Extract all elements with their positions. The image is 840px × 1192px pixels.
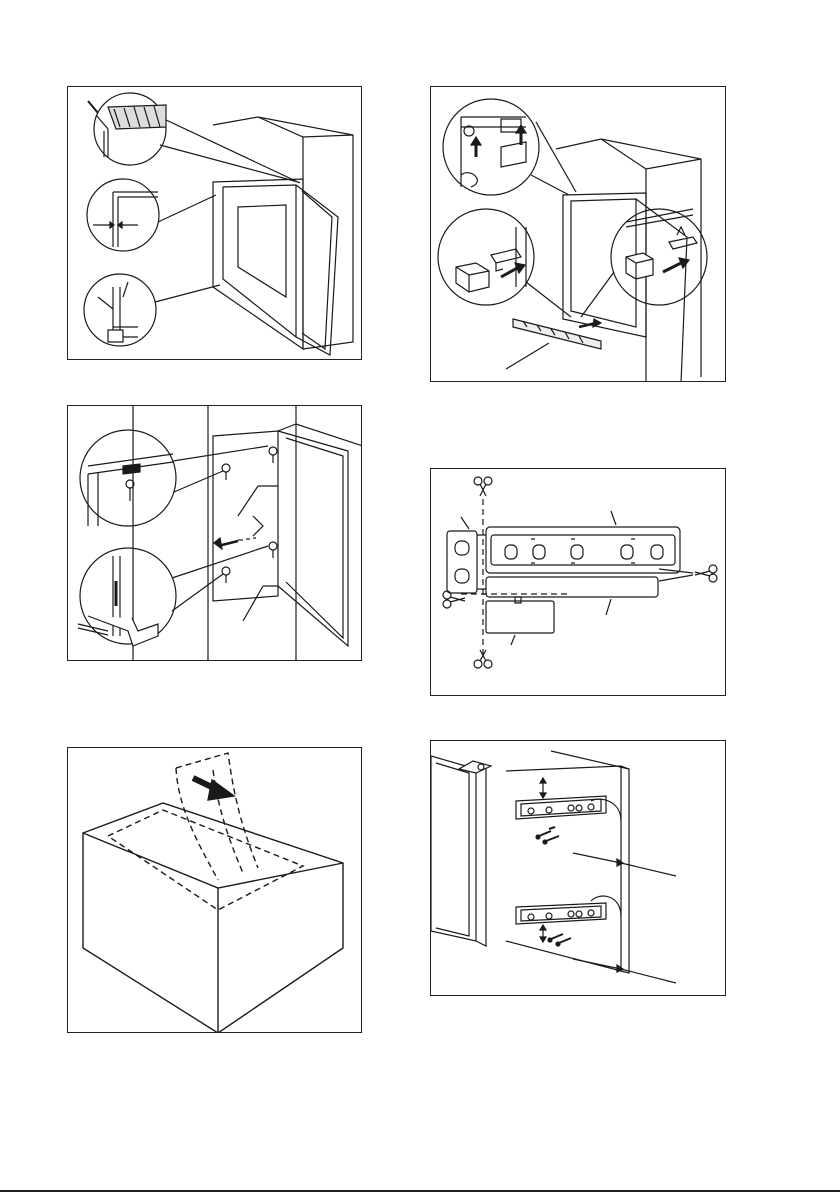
figure-hinge-cover-install xyxy=(430,86,726,382)
scissors-icon-top xyxy=(474,477,492,496)
figure-packaging-template xyxy=(67,747,362,1033)
bracket-mounting-illustration xyxy=(431,741,726,996)
template-cutout-illustration xyxy=(431,469,726,696)
packaging-template-illustration xyxy=(68,748,362,1033)
scissors-icon-right xyxy=(695,565,717,582)
door-screws-illustration xyxy=(68,406,362,661)
door-alignment-illustration xyxy=(68,87,362,360)
figure-door-alignment xyxy=(67,86,362,360)
figure-door-screws xyxy=(67,405,362,661)
figure-bracket-mounting xyxy=(430,740,726,996)
figure-template-cutout xyxy=(430,468,726,696)
hinge-cover-illustration xyxy=(431,87,726,382)
